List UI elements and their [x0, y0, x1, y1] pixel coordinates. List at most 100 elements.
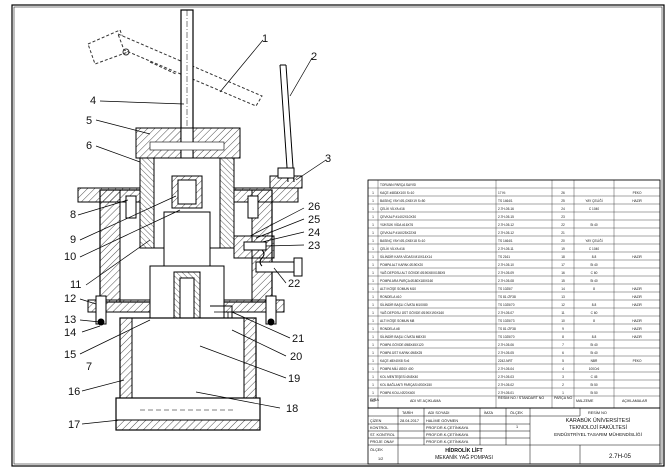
bom-cell-name: YAĞ DEPOSU ÜST GÖVDE Ø190X190X160 [380, 310, 444, 315]
bom-cell-count: 1 [372, 223, 374, 227]
balloon-10: 10 [64, 251, 76, 263]
bom-cell-c: 8 [593, 319, 595, 323]
bom-cell-name: SİLİNDİR BAŞLI CİVATA M10X80 [380, 302, 428, 307]
bom-cell-count: 1 [372, 303, 374, 307]
bom-cell-count: 1 [372, 343, 374, 347]
bom-cell-count: 1 [372, 191, 374, 195]
bom-cell-a: TS 1025/7 [498, 287, 513, 291]
bom-cell-name: RONDELA #10 [380, 295, 402, 299]
tb-date-label: TARİH [402, 410, 413, 415]
bom-cell-b: 4 [562, 367, 564, 371]
bom-cell-c: NBR [591, 359, 598, 363]
bom-cell-a: 2.7H-05-07 [498, 311, 514, 315]
balloon-16: 16 [68, 386, 80, 398]
bom-cell-a: 2.7H-05-09 [498, 271, 514, 275]
bom-cell-d: HAZIR [632, 287, 642, 291]
tb-drawing-no: 2.7H-05 [609, 453, 632, 460]
title-block-headings: HİDROLİK LİFT MEKANİK YAĞ POMPASI KARABÜ… [435, 417, 642, 461]
tb-sheet-count: 1 [516, 425, 518, 429]
bom-cell-b: 5 [562, 359, 564, 363]
bom-cell-a: 2.7H-05-06 [498, 343, 514, 347]
bom-cell-a: 17 Kt [498, 191, 506, 195]
bom-cell-d: HAZIR [632, 295, 642, 299]
bom-cell-d: HAZIR [632, 327, 642, 331]
balloon-23: 23 [308, 240, 320, 252]
bom-cell-name: POMPA GÖVDE Ø65X45X120 [380, 343, 424, 347]
bom-cell-name: BASINÇ YAYI Ø1,0X8X19 S=50 [380, 199, 425, 203]
tb-row-std-check: ST. KONTROL [370, 433, 395, 437]
bom-cell-c: St 40 [590, 223, 598, 227]
bom-cell-c: C 60 [591, 271, 598, 275]
bom-cell-a: TS 1025/70 [498, 303, 515, 307]
bom-cell-name: YÜKSÜK VİDA #16X76 [380, 222, 413, 227]
bom-cell-d: HAZIR [632, 255, 642, 259]
bom-cell-count: 1 [372, 207, 374, 211]
bom-cell-b: 10 [561, 319, 565, 323]
balloon-1: 1 [262, 33, 268, 45]
bom-cell-c: C 45 [591, 375, 598, 379]
bom-cell-a: 2.7H-05-08 [498, 279, 514, 283]
bom-cell-b: 7 [562, 343, 564, 347]
bom-cell-b: 8 [562, 335, 564, 339]
bom-cell-b: 20 [561, 239, 565, 243]
bom-cell-c: YAY ÇELİĞİ [585, 238, 602, 243]
bom-cell-b: 17 [561, 263, 565, 267]
balloon-13: 13 [64, 314, 76, 326]
bom-cell-c: C 1040 [589, 247, 600, 251]
bom-cell-d: PEKO [633, 359, 642, 363]
bom-cell-count: 1 [372, 383, 374, 387]
bom-cell-c: St 40 [590, 279, 598, 283]
bom-cell-c: YAY ÇELİĞİ [585, 198, 602, 203]
sheet-border [11, 4, 665, 467]
bom-cell-c: 8.8 [592, 255, 597, 259]
bom-cell-b: 21 [561, 231, 565, 235]
bom-cell-a: TS 2161 [498, 255, 510, 259]
bom-header-qty: PARÇA NO [554, 396, 573, 400]
bom-cell-count: 1 [372, 375, 374, 379]
bom-cell-b: 6 [562, 351, 564, 355]
bom-cell-a: TS 1025/73 [498, 319, 515, 323]
bom-cell-a: TS 1025/70 [498, 335, 515, 339]
bom-cell-count: 1 [372, 231, 374, 235]
bom-cell-name: POMPA ALT KAPAK Ø190X20 [380, 263, 423, 267]
bom-cell-count: 1 [372, 215, 374, 219]
tb-scale-value: 1/2 [378, 457, 383, 461]
balloon-11: 11 [70, 279, 81, 291]
bom-cell-count: 1 [372, 335, 374, 339]
tb-checker-1: PROF.DR.K.ÇETİNKAYA [426, 425, 469, 430]
bom-cell-c: St 50 [590, 383, 598, 387]
bom-cell-name: TORUNN PARÇA SAYISI [380, 183, 416, 187]
balloon-2: 2 [311, 51, 317, 63]
leader-lines [77, 39, 327, 425]
bom-cell-count: 1 [372, 255, 374, 259]
bom-cell-a: 2.7H-05-04 [498, 367, 514, 371]
bom-cell-d: HAZIR [632, 335, 642, 339]
bom-cell-b: 13 [561, 295, 565, 299]
pump-handle [87, 29, 263, 107]
bom-cell-count: 1 [372, 271, 374, 275]
bom-cell-d: HAZIR [632, 319, 642, 323]
bom-cell-b: 16 [561, 271, 565, 275]
bom-cell-a: 2.7H-05-12 [498, 223, 514, 227]
bom-cell-name: KOL MENTEŞESİ Ø45X40 [380, 374, 418, 379]
bom-cell-count: 1 [372, 279, 374, 283]
bom-cell-b: 25 [561, 199, 565, 203]
balloon-14: 14 [64, 327, 76, 339]
pump-assembly [77, 9, 303, 431]
bom-cell-c: 8.8 [592, 335, 597, 339]
tb-checker-3: PROF.DR.K.ÇETİNKAYA [426, 439, 469, 444]
balloon-6: 6 [86, 140, 92, 152]
tb-title-1: HİDROLİK LİFT [445, 447, 483, 454]
bom-cell-a: TS 81 /ZF38 [498, 327, 516, 331]
balloon-5: 5 [86, 115, 92, 127]
bom-cell-name: SİLİNDİR BAŞLI CİVATA M8X30 [380, 334, 426, 339]
balloon-3: 3 [325, 153, 331, 165]
balloon-8: 8 [70, 209, 76, 221]
tb-title-2: MEKANİK YAĞ POMPASI [435, 454, 493, 461]
bom-cell-name: BASINÇ YAYI Ø1,0X8X18 S=10 [380, 239, 425, 243]
balloon-15: 15 [64, 349, 76, 361]
bom-cell-name: ÇELİK VİLYA #16 [380, 246, 405, 251]
tb-name-label: ADI SOYADI [428, 411, 449, 415]
bom-cell-c: 8 [593, 287, 595, 291]
